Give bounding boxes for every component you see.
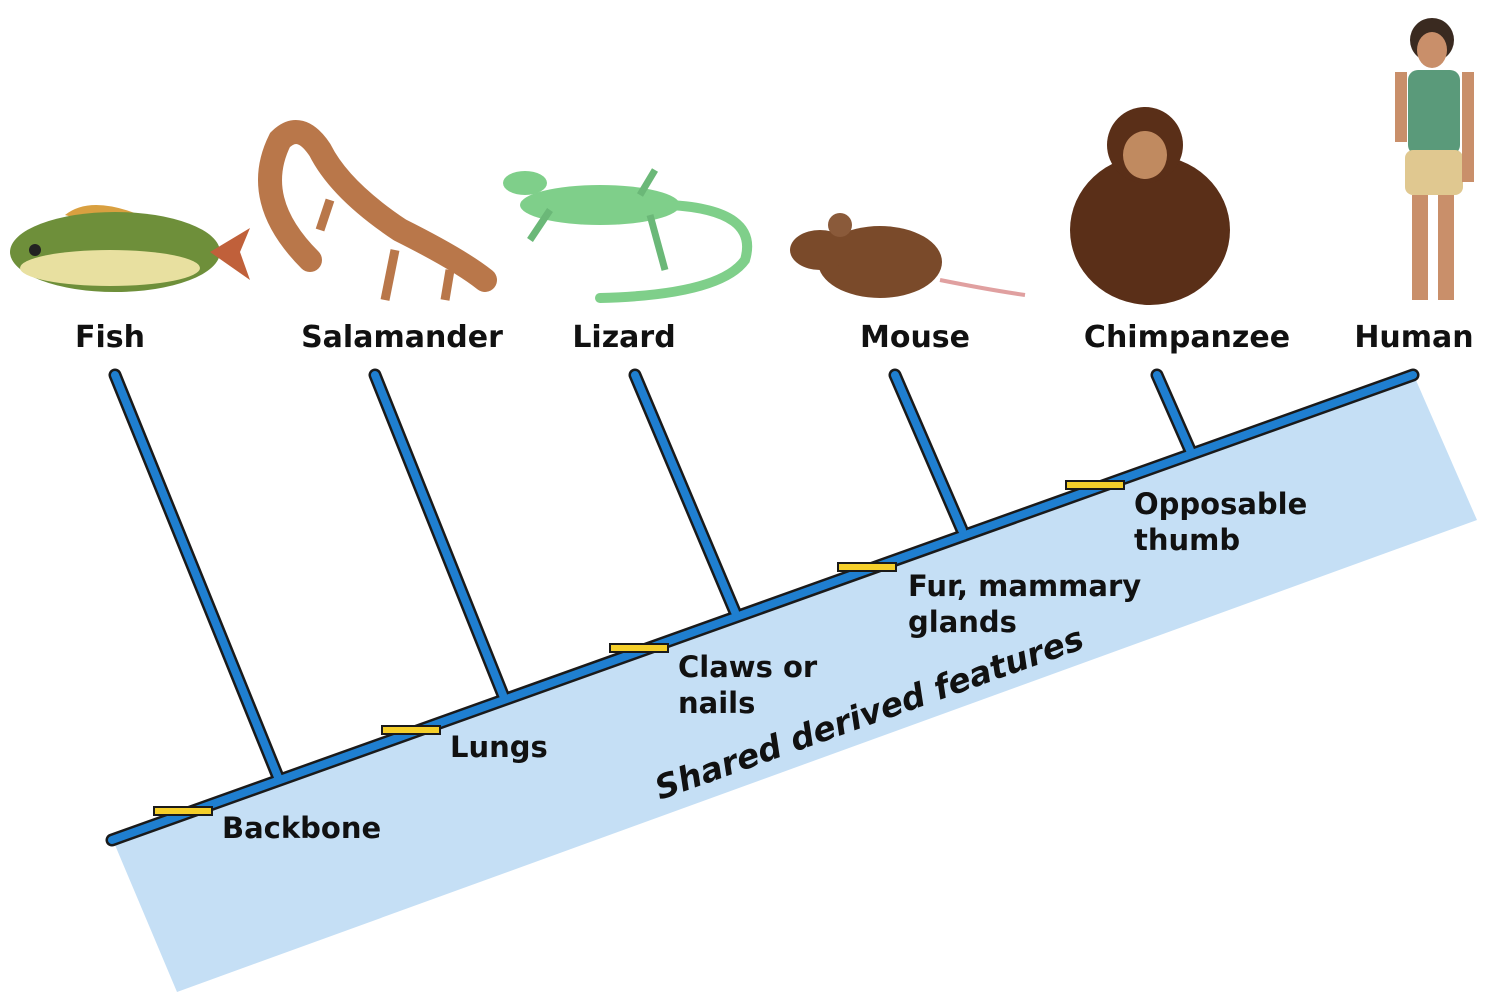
species-label-chimpanzee: Chimpanzee xyxy=(1084,320,1290,355)
fish-illustration xyxy=(10,205,250,292)
feature-labels: Backbone Lungs Claws or nails Fur, mamma… xyxy=(222,487,1307,845)
marker-thumb xyxy=(1065,480,1125,490)
branches xyxy=(105,368,1420,847)
species-label-salamander: Salamander xyxy=(301,320,503,355)
species-label-human: Human xyxy=(1354,320,1473,355)
shared-features-band xyxy=(115,378,1477,992)
salamander-illustration xyxy=(258,120,497,301)
branch-lizard xyxy=(631,371,739,616)
lizard-illustration xyxy=(503,168,753,303)
marker-lungs xyxy=(381,725,441,735)
species-labels: Fish Salamander Lizard Mouse Chimpanzee … xyxy=(75,320,1474,355)
feature-label: Claws or xyxy=(678,650,818,684)
mouse-illustration xyxy=(790,213,1026,298)
branch-mouse xyxy=(891,371,966,534)
species-label-mouse: Mouse xyxy=(860,320,970,355)
marker-claws xyxy=(609,643,669,653)
feature-label: Opposable xyxy=(1134,487,1307,521)
chimpanzee-illustration xyxy=(1070,107,1230,305)
feature-markers xyxy=(153,480,1125,816)
species-label-fish: Fish xyxy=(75,320,145,355)
feature-label: Fur, mammary xyxy=(908,569,1141,603)
feature-label: Lungs xyxy=(450,730,548,764)
feature-label: nails xyxy=(678,686,755,720)
species-label-lizard: Lizard xyxy=(572,320,675,355)
marker-backbone xyxy=(153,806,213,816)
main-lineage xyxy=(108,371,1417,844)
feature-label: glands xyxy=(908,605,1017,639)
branch-chimpanzee xyxy=(1153,371,1194,454)
feature-label: Backbone xyxy=(222,811,381,845)
branch-fish xyxy=(111,371,282,781)
human-illustration xyxy=(1395,18,1474,300)
feature-label: thumb xyxy=(1134,523,1240,557)
branch-salamander xyxy=(371,371,507,699)
marker-fur xyxy=(837,562,897,572)
